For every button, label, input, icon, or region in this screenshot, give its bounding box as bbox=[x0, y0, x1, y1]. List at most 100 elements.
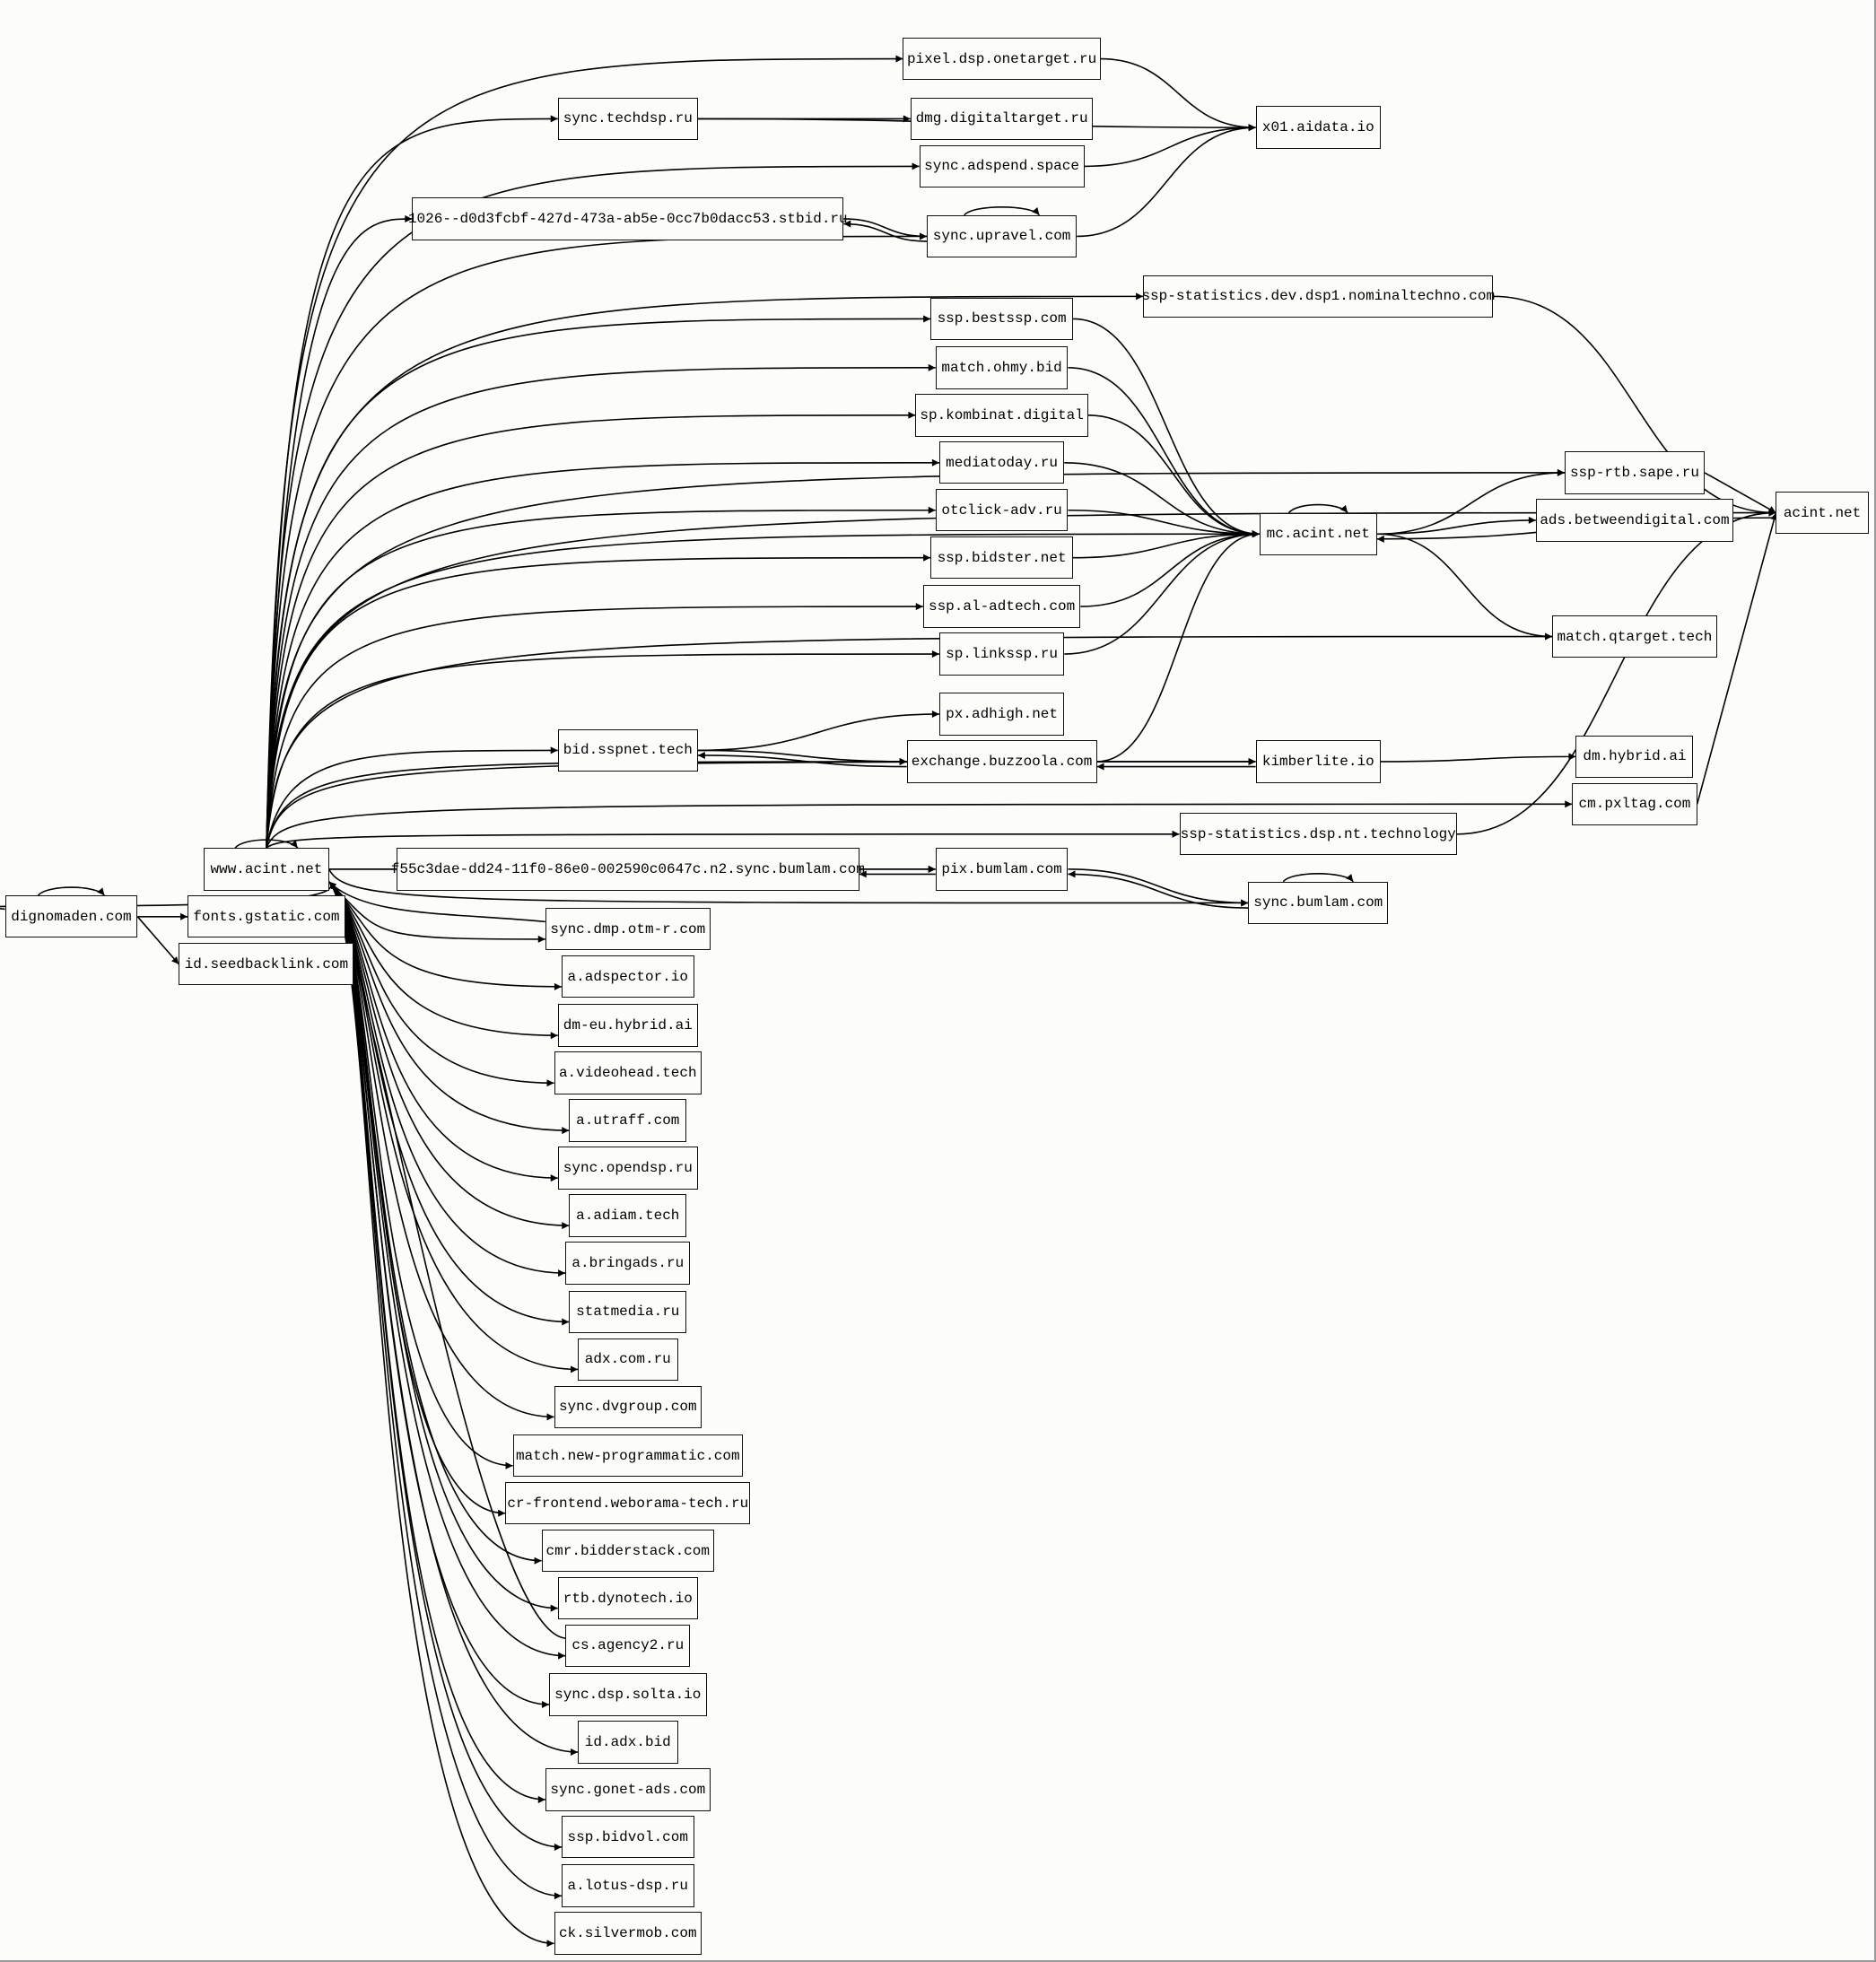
edge-www-to-solta bbox=[328, 881, 549, 1708]
node-buzzoola[interactable]: exchange.buzzoola.com bbox=[906, 740, 1097, 783]
edge-www-to-bidster bbox=[266, 554, 931, 849]
node-between[interactable]: ads.betweendigital.com bbox=[1535, 499, 1734, 542]
edge-www-to-videohead bbox=[328, 881, 554, 1087]
edge-sspnet-to-buzzoola bbox=[697, 749, 907, 765]
node-techdsp[interactable]: sync.techdsp.ru bbox=[557, 97, 698, 141]
node-otmr[interactable]: sync.dmp.otm-r.com bbox=[545, 908, 711, 951]
edge-pxltag-to-acint bbox=[1696, 512, 1778, 805]
edge-otclick-to-mc bbox=[1068, 509, 1260, 538]
node-adxcom[interactable]: adx.com.ru bbox=[578, 1338, 678, 1381]
edge-www-to-buzzoola bbox=[266, 757, 907, 849]
node-dmg[interactable]: dmg.digitaltarget.ru bbox=[910, 97, 1094, 141]
edge-www-to-otclick bbox=[266, 506, 936, 849]
edge-aladtech-to-mc bbox=[1080, 530, 1260, 607]
edge-www-to-opendsp bbox=[328, 881, 558, 1182]
edge-bidster-to-mc bbox=[1073, 530, 1260, 559]
edge-syncbumlam-to-pix bbox=[1068, 870, 1249, 909]
frame-border bbox=[1874, 0, 1876, 1962]
node-statmedia[interactable]: statmedia.ru bbox=[569, 1290, 687, 1333]
edge-buzzoola-to-mc bbox=[1096, 530, 1260, 763]
node-solta[interactable]: sync.dsp.solta.io bbox=[548, 1673, 707, 1716]
edge-www-to-dvgroup bbox=[328, 881, 554, 1421]
node-acint[interactable]: acint.net bbox=[1776, 491, 1869, 535]
node-stbid[interactable]: 1026--d0d3fcbf-427d-473a-ab5e-0cc7b0dacc… bbox=[408, 197, 848, 240]
edge-mediatoday-to-mc bbox=[1064, 461, 1260, 538]
node-kombinat[interactable]: sp.kombinat.digital bbox=[915, 394, 1088, 437]
node-adspector[interactable]: a.adspector.io bbox=[561, 955, 694, 998]
node-qtarget[interactable]: match.qtarget.tech bbox=[1551, 615, 1717, 658]
node-pix[interactable]: pix.bumlam.com bbox=[935, 848, 1069, 891]
node-dvgroup[interactable]: sync.dvgroup.com bbox=[554, 1385, 702, 1428]
node-upravel[interactable]: sync.upravel.com bbox=[926, 214, 1078, 258]
node-utraff[interactable]: a.utraff.com bbox=[569, 1099, 687, 1142]
node-adxbid[interactable]: id.adx.bid bbox=[578, 1721, 678, 1764]
node-bidvol[interactable]: ssp.bidvol.com bbox=[561, 1816, 694, 1859]
node-lotus[interactable]: a.lotus-dsp.ru bbox=[561, 1864, 694, 1907]
edge-www-to-sspnet bbox=[266, 746, 558, 849]
edge-www-to-acint bbox=[266, 509, 1776, 849]
node-onetarget[interactable]: pixel.dsp.onetarget.ru bbox=[903, 37, 1101, 81]
node-agency2[interactable]: cs.agency2.ru bbox=[565, 1624, 691, 1668]
node-newprog[interactable]: match.new-programmatic.com bbox=[512, 1434, 744, 1478]
node-syncbumlam[interactable]: sync.bumlam.com bbox=[1248, 881, 1389, 925]
node-sape[interactable]: ssp-rtb.sape.ru bbox=[1564, 451, 1706, 494]
edge-onetarget-to-x01 bbox=[1100, 57, 1256, 132]
edge-stbid-to-upravel bbox=[843, 218, 927, 240]
edge-mc-to-sape bbox=[1376, 468, 1565, 536]
edge-dignomaden-to-seedback bbox=[136, 916, 179, 965]
node-bestssp[interactable]: ssp.bestssp.com bbox=[930, 297, 1074, 341]
node-dynotech[interactable]: rtb.dynotech.io bbox=[557, 1576, 698, 1620]
edge-upravel-to-upravel bbox=[964, 205, 1041, 216]
node-adspend[interactable]: sync.adspend.space bbox=[919, 144, 1085, 188]
edge-mc-to-mc bbox=[1287, 503, 1348, 514]
edge-www-to-adiam bbox=[328, 881, 570, 1230]
node-sspdev[interactable]: ssp-statistics.dev.dsp1.nominaltechno.co… bbox=[1141, 275, 1495, 318]
node-silvermob[interactable]: ck.silvermob.com bbox=[554, 1912, 702, 1955]
node-ohmy[interactable]: match.ohmy.bid bbox=[935, 346, 1069, 389]
edge-buzzoola-to-sspnet bbox=[697, 751, 907, 768]
edge-linkssp-to-mc bbox=[1064, 530, 1260, 655]
node-dmhybrid[interactable]: dm.hybrid.ai bbox=[1575, 735, 1694, 779]
edge-www-to-mediatoday bbox=[266, 458, 939, 849]
node-fonts[interactable]: fonts.gstatic.com bbox=[188, 895, 345, 938]
node-bidster[interactable]: ssp.bidster.net bbox=[930, 536, 1074, 580]
node-x01[interactable]: x01.aidata.io bbox=[1255, 106, 1381, 149]
node-adhigh[interactable]: px.adhigh.net bbox=[938, 693, 1065, 736]
node-bringads[interactable]: a.bringads.ru bbox=[565, 1242, 691, 1285]
node-bidderstack[interactable]: cmr.bidderstack.com bbox=[541, 1529, 714, 1573]
frame-border-bottom bbox=[0, 1960, 1876, 1962]
edge-www-to-utraff bbox=[328, 881, 570, 1135]
edge-www-to-pxltag bbox=[266, 800, 1573, 849]
node-gonet[interactable]: sync.gonet-ads.com bbox=[545, 1768, 711, 1811]
edge-syncbumlam-to-syncbumlam bbox=[1282, 872, 1354, 883]
node-kimberlite[interactable]: kimberlite.io bbox=[1255, 740, 1381, 783]
edge-www-to-stbid bbox=[266, 214, 413, 849]
edge-ohmy-to-mc bbox=[1068, 367, 1260, 538]
node-dignomaden[interactable]: dignomaden.com bbox=[4, 895, 138, 938]
node-adiam[interactable]: a.adiam.tech bbox=[569, 1194, 687, 1237]
node-sspnt[interactable]: ssp-statistics.dsp.nt.technology bbox=[1179, 813, 1457, 856]
node-aladtech[interactable]: ssp.al-adtech.com bbox=[922, 585, 1081, 628]
node-mc[interactable]: mc.acint.net bbox=[1259, 512, 1377, 555]
edge-www-to-aladtech bbox=[266, 603, 923, 849]
edge-www-to-syncbumlam bbox=[327, 868, 1249, 907]
node-opendsp[interactable]: sync.opendsp.ru bbox=[557, 1147, 698, 1190]
edge-www-to-kombinat bbox=[266, 411, 916, 849]
node-linkssp[interactable]: sp.linkssp.ru bbox=[938, 632, 1065, 676]
edge-www-to-otmr bbox=[328, 881, 545, 943]
node-weborama[interactable]: cr-frontend.weborama-tech.ru bbox=[505, 1481, 751, 1525]
node-f55[interactable]: f55c3dae-dd24-11f0-86e0-002590c0647c.n2.… bbox=[391, 848, 865, 891]
edge-www-to-ohmy bbox=[266, 363, 936, 849]
node-videohead[interactable]: a.videohead.tech bbox=[554, 1051, 702, 1094]
node-seedback[interactable]: id.seedbacklink.com bbox=[179, 943, 354, 986]
node-sspnet[interactable]: bid.sspnet.tech bbox=[557, 728, 698, 772]
node-pxltag[interactable]: cm.pxltag.com bbox=[1572, 782, 1697, 826]
edge-sape-to-acint bbox=[1704, 472, 1776, 514]
node-dmeu[interactable]: dm-eu.hybrid.ai bbox=[557, 1004, 698, 1047]
edge-kimberlite-to-dmhybrid bbox=[1380, 753, 1576, 763]
node-mediatoday[interactable]: mediatoday.ru bbox=[938, 441, 1065, 484]
node-otclick[interactable]: otclick-adv.ru bbox=[935, 489, 1069, 532]
edge-agency2-to-www bbox=[328, 881, 566, 1639]
node-www[interactable]: www.acint.net bbox=[204, 848, 329, 891]
edge-www-to-qtarget bbox=[266, 632, 1552, 849]
